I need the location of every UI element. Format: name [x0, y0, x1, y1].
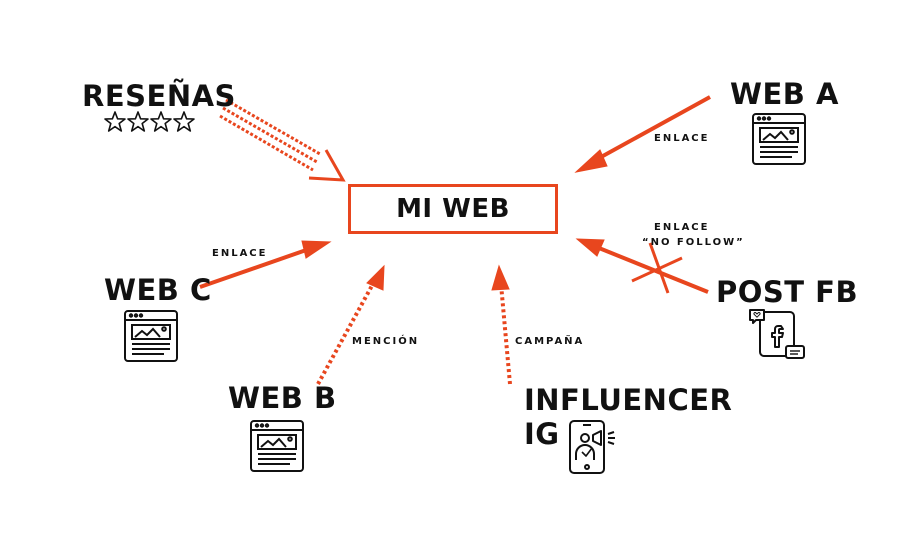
- post-fb-arrow: [575, 238, 709, 294]
- web-b-label: WEB B: [228, 381, 337, 415]
- web-b-edge-label: MENCIÓN: [352, 336, 420, 347]
- web-a-arrow: [574, 95, 711, 173]
- resenas-label: RESEÑAS: [82, 79, 236, 113]
- web-c-arrow: [199, 240, 332, 289]
- browser-window-icon: [124, 310, 178, 362]
- web-c-label: WEB C: [104, 273, 212, 307]
- post-fb-edge-label-line1: ENLACE: [654, 222, 710, 233]
- post-fb-label: POST FB: [716, 275, 859, 309]
- web-a-edge-label: ENLACE: [654, 133, 710, 144]
- web-c-edge-label: ENLACE: [212, 248, 268, 259]
- resenas-arrow: [219, 98, 346, 182]
- mi-web-box: MI WEB: [348, 184, 558, 234]
- facebook-social-icon: [749, 309, 805, 359]
- influencer-label-line1: INFLUENCER: [524, 383, 733, 417]
- web-b-arrow: [316, 264, 385, 385]
- web-a-label: WEB A: [730, 77, 839, 111]
- influencer-arrow: [491, 264, 512, 385]
- star-icon: [104, 111, 195, 132]
- influencer-phone-icon: [569, 420, 615, 474]
- post-fb-edge-label-line2: “NO FOLLOW”: [642, 237, 745, 248]
- browser-window-icon: [752, 113, 806, 165]
- influencer-edge-label: CAMPAÑA: [515, 336, 585, 347]
- influencer-label-line2: IG: [524, 417, 560, 451]
- mi-web-label: MI WEB: [396, 194, 510, 224]
- browser-window-icon: [250, 420, 304, 472]
